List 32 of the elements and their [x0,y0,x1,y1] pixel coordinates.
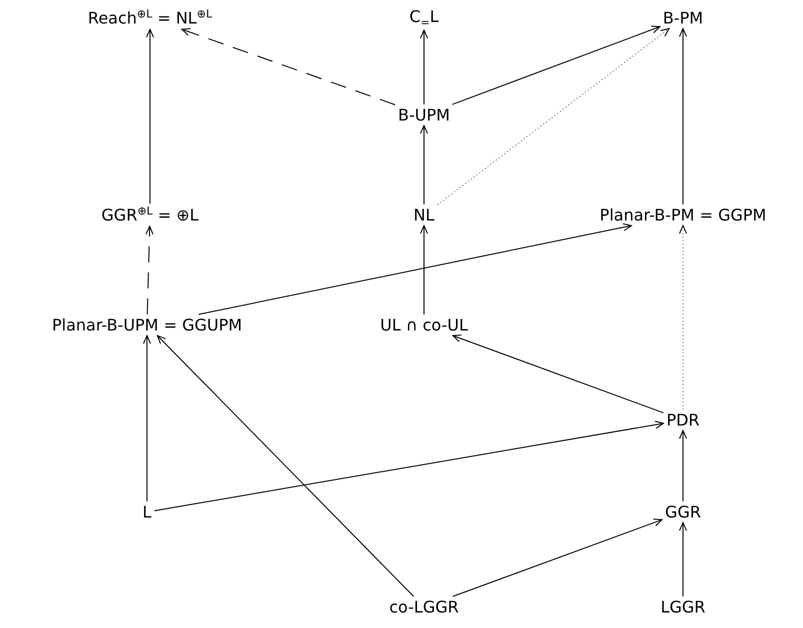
complexity-class-label: B-PM [660,7,706,29]
complexity-class-label: co-LGGR [386,596,462,618]
complexity-class-label: Planar-B-PM = GGPM [596,204,770,226]
arrow [679,522,687,597]
arrow [420,125,428,205]
complexity-class-label: LGGR [658,596,708,618]
arrow [420,225,428,315]
arrow [452,518,663,597]
arrow [143,335,151,502]
arrow [679,430,687,502]
complexity-class-label: L [140,501,154,523]
arrow [146,28,154,204]
complexity-class-label: GGR$^{⊕L}$ = ⊕L [98,204,202,226]
complexity-class-label: C$_{=}$L [406,6,442,30]
arrow [154,420,664,512]
arrow [679,225,687,410]
arrow [145,226,154,315]
arrow [452,334,664,414]
arrow [679,28,687,205]
complexity-class-label: GGR [662,501,704,523]
complexity-class-label: NL [410,204,438,226]
arrow [420,30,428,105]
arrow [452,26,660,105]
arrow [181,28,396,106]
arrow [198,223,632,315]
complexity-class-label: Reach$^{⊕L}$ = NL$^{⊕L}$ [84,6,216,30]
complexity-class-label: B-UPM [395,104,453,126]
arrow [437,28,670,206]
complexity-class-label: Planar-B-UPM = GGUPM [48,314,246,336]
complexity-class-label: PDR [663,409,703,431]
arrow [156,335,414,597]
complexity-class-label: UL ∩ co-UL [377,314,471,336]
